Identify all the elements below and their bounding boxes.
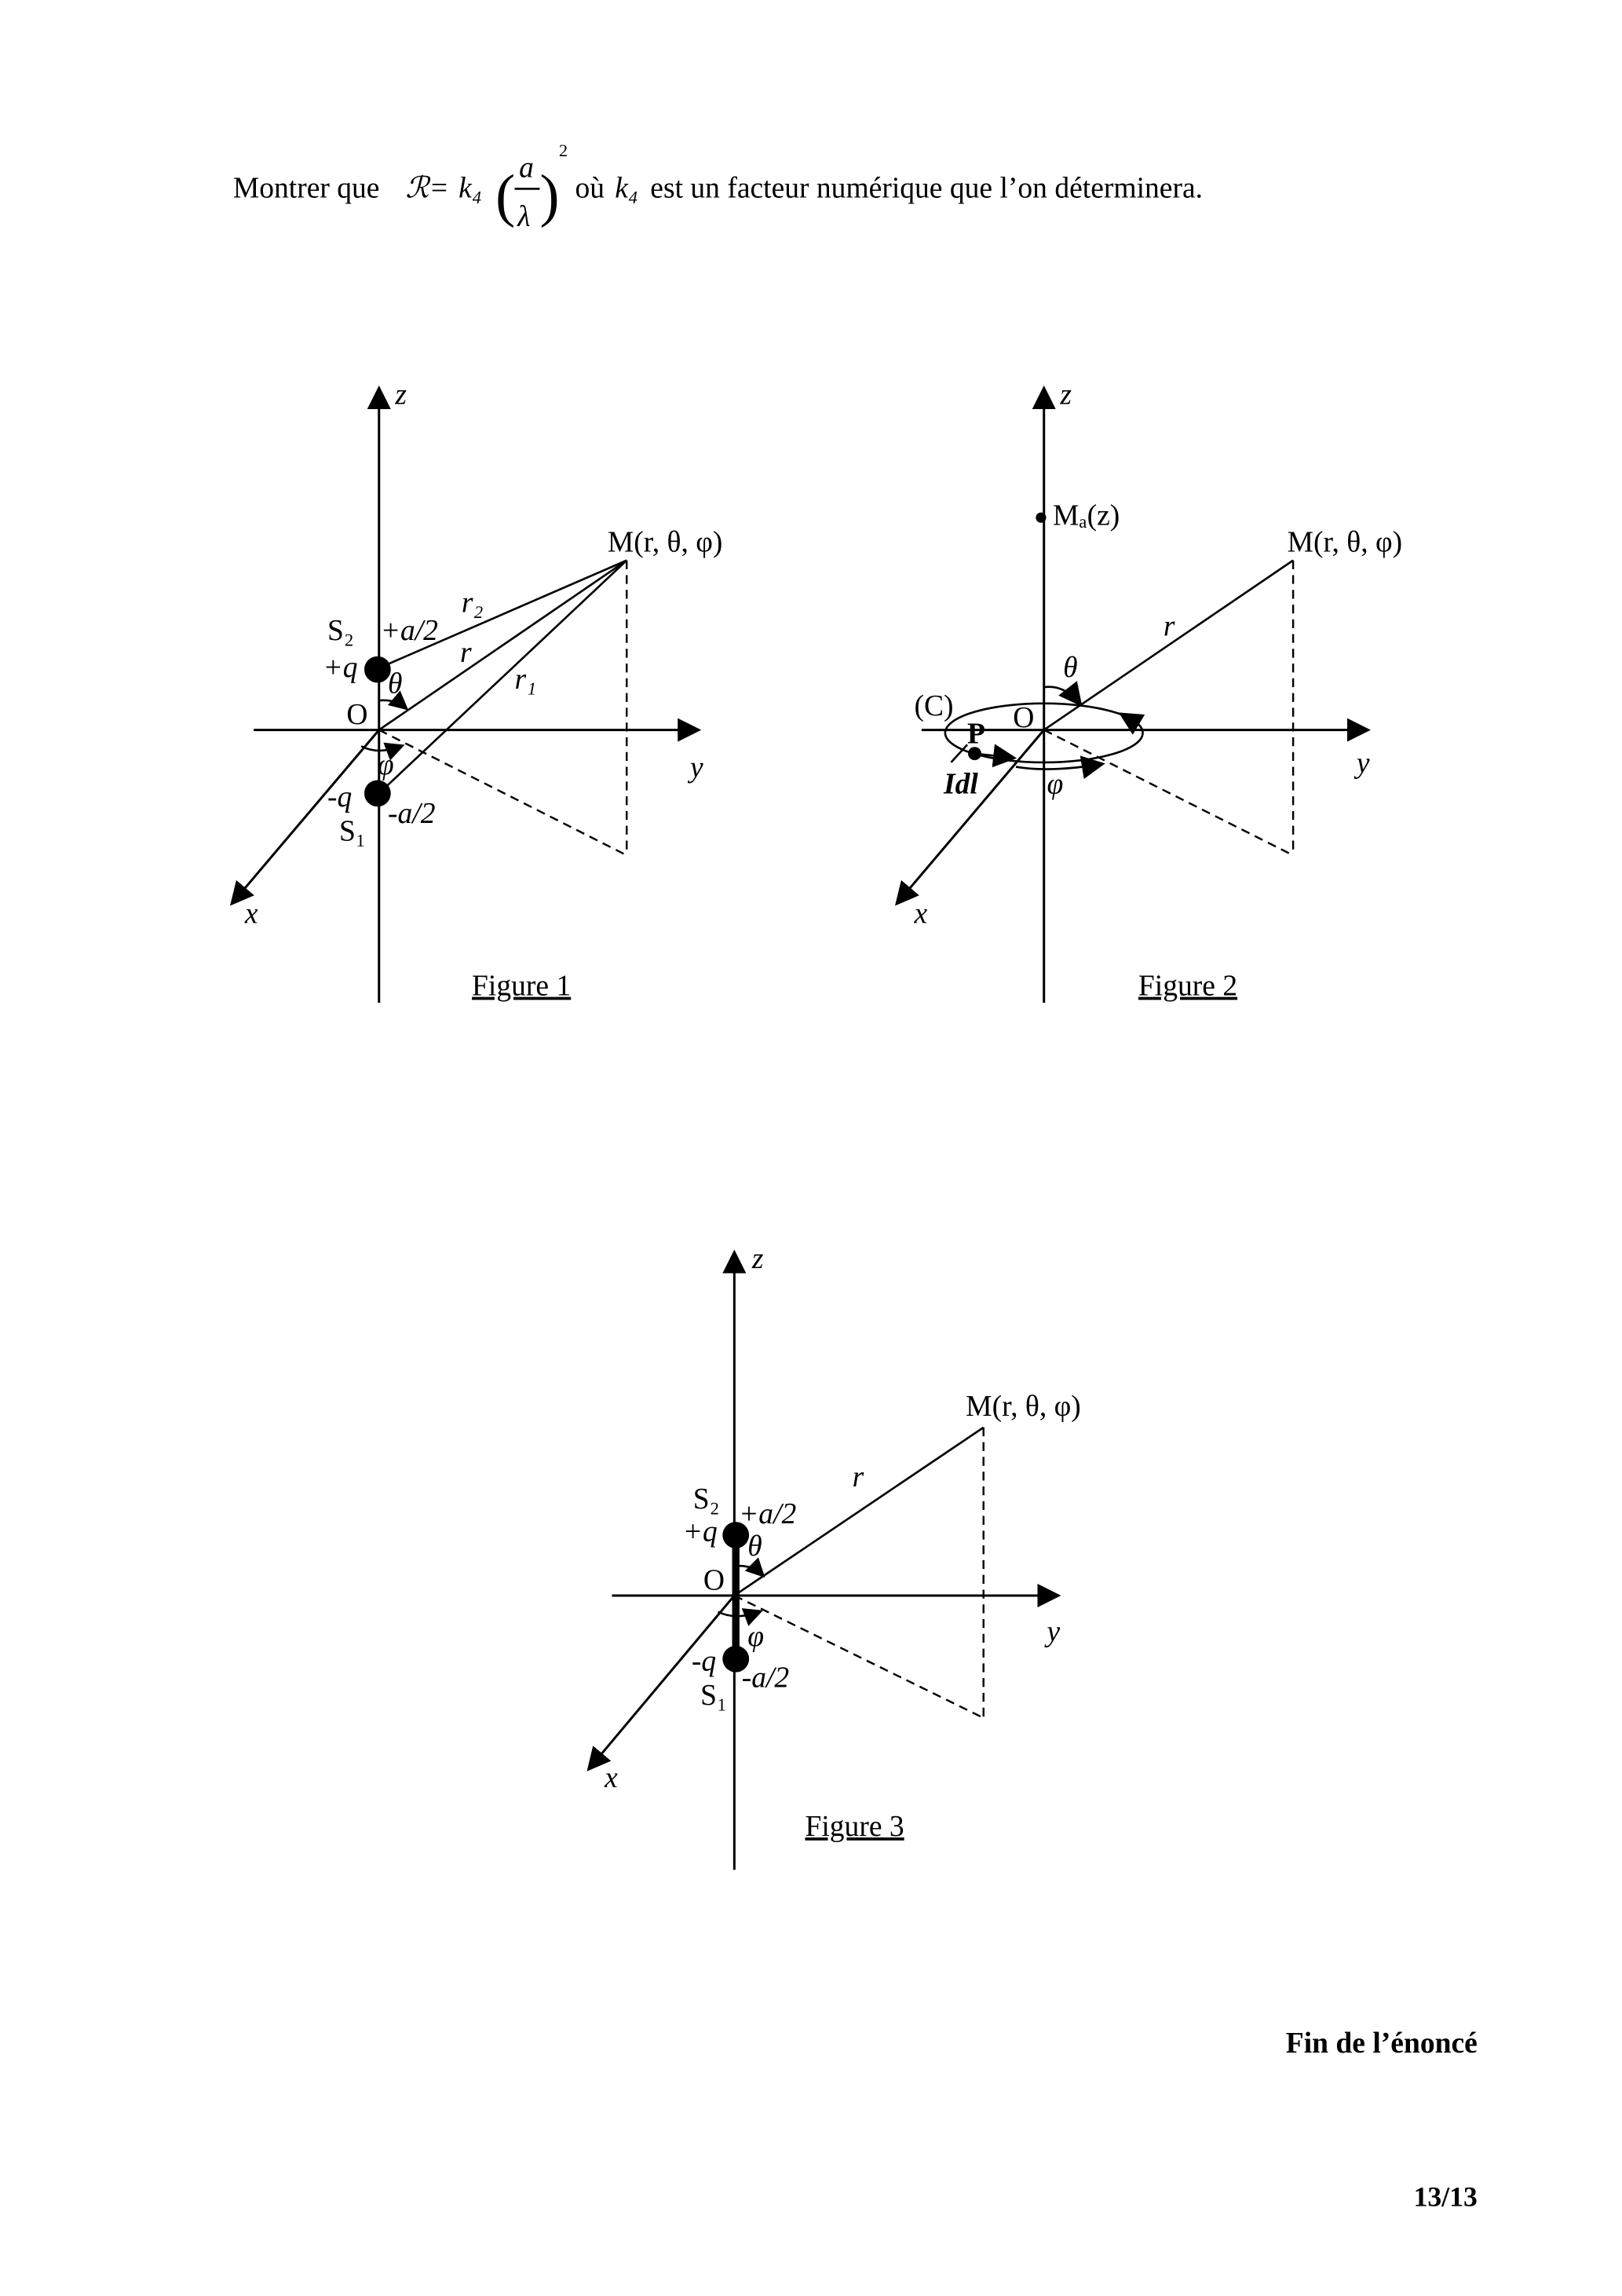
x-label: x <box>913 898 927 930</box>
charge-S1 <box>722 1645 750 1673</box>
point-P-label: P <box>967 718 985 750</box>
r-line <box>733 1426 985 1597</box>
x-label: x <box>604 1762 618 1794</box>
theta-label: θ <box>1063 652 1077 684</box>
r-label: r <box>1164 610 1175 642</box>
end-of-statement: Fin de l’énoncé <box>1286 2027 1478 2060</box>
origin-label: O <box>1013 702 1034 734</box>
projection-horizontal <box>1043 729 1294 857</box>
point-Ma-label: Mₐ(z) <box>1053 500 1120 532</box>
charge-S1 <box>363 780 391 807</box>
coefficient-k4: k₄ <box>458 173 482 205</box>
minus-half-label: -a/2 <box>388 798 435 830</box>
phi-label: φ <box>1047 768 1063 800</box>
intro-text: Montrer que <box>233 173 380 205</box>
phi-label: φ <box>747 1621 764 1653</box>
theta-arc-icon <box>736 1557 765 1578</box>
page-number: 13/13 <box>1414 2181 1478 2212</box>
paren-open: ( <box>495 163 515 229</box>
r-label: r <box>460 637 472 669</box>
fraction-numerator: a <box>519 152 534 184</box>
rest-coefficient: k₄ <box>615 173 638 205</box>
r1-line <box>378 559 628 795</box>
figure-2: z Mₐ(z) M(r, θ, φ) r θ (C) O P Idl φ y x… <box>894 379 1403 1004</box>
exponent: 2 <box>559 141 568 160</box>
rest-text-1: où <box>575 173 605 205</box>
paren-close: ) <box>539 163 559 229</box>
question-statement: Montrer que ℛ= k₄ ( a λ ) 2 où k₄ est un… <box>233 141 1203 232</box>
plus-half-label: +a/2 <box>381 615 438 647</box>
loop-C-label: (C) <box>914 690 953 722</box>
z-label: z <box>1059 379 1072 411</box>
P-marker <box>950 744 969 763</box>
figure-3-caption: Figure 3 <box>805 1811 904 1843</box>
y-label: y <box>1043 1616 1060 1648</box>
fraction-denominator: λ <box>517 200 530 232</box>
r2-label: r₂ <box>462 587 484 619</box>
phi-label: φ <box>378 749 394 781</box>
figure-2-caption: Figure 2 <box>1138 971 1237 1003</box>
x-axis <box>586 1594 736 1771</box>
plus-q-label: +q <box>683 1515 718 1548</box>
charge-S2 <box>722 1522 750 1548</box>
point-M-label: M(r, θ, φ) <box>608 526 723 558</box>
theta-arc-icon <box>378 690 409 711</box>
x-axis <box>230 729 380 906</box>
theta-arc-icon <box>1043 681 1083 707</box>
plus-q-label: +q <box>323 652 357 684</box>
x-axis <box>894 729 1045 906</box>
r-label: r <box>853 1461 864 1493</box>
S2-label: S₂ <box>693 1483 720 1515</box>
point-M-label: M(r, θ, φ) <box>966 1391 1081 1423</box>
figure-1-caption: Figure 1 <box>472 971 571 1003</box>
theta-label: θ <box>388 668 402 700</box>
phi-arc-icon <box>718 1608 763 1626</box>
minus-q-label: -q <box>327 781 352 813</box>
projection-horizontal <box>733 1594 985 1719</box>
phi-arc-icon <box>1015 755 1105 780</box>
Idl-label: Idl <box>943 768 978 800</box>
Idl-arrow-icon <box>974 744 1017 768</box>
y-label: y <box>1353 748 1370 780</box>
origin-label: O <box>346 699 367 731</box>
S1-label: S₁ <box>339 815 366 847</box>
r-line <box>1043 559 1294 731</box>
z-label: z <box>751 1243 764 1275</box>
figure-3: z M(r, θ, φ) r S₂ +a/2 +q θ O y φ -q -a/… <box>586 1243 1081 1870</box>
phi-arc-icon <box>360 742 405 761</box>
figure-1: z M(r, θ, φ) r₂ S₂ +a/2 +q r r₁ θ O y φ … <box>230 379 723 1004</box>
S1-label: S₁ <box>700 1680 727 1712</box>
x-label: x <box>244 898 258 930</box>
minus-q-label: -q <box>692 1646 716 1678</box>
rest-text-2: est un facteur numérique que l’on déterm… <box>650 173 1203 205</box>
r-line <box>378 559 627 731</box>
r2-line <box>378 559 627 669</box>
loop-direction-arrow-icon <box>1118 712 1145 735</box>
y-label: y <box>687 752 703 784</box>
point-Ma-dot <box>1036 512 1047 523</box>
S2-label: S₂ <box>327 615 354 647</box>
minus-half-label: -a/2 <box>742 1662 789 1694</box>
radiation-resistance-symbol: ℛ= <box>406 173 449 205</box>
origin-label: O <box>703 1564 725 1596</box>
theta-label: θ <box>747 1530 762 1563</box>
z-label: z <box>394 379 407 411</box>
r1-label: r₁ <box>515 664 537 696</box>
point-M-label: M(r, θ, φ) <box>1288 526 1403 558</box>
plus-half-label: +a/2 <box>739 1498 796 1530</box>
projection-horizontal <box>378 729 627 857</box>
charge-S2 <box>363 656 391 683</box>
